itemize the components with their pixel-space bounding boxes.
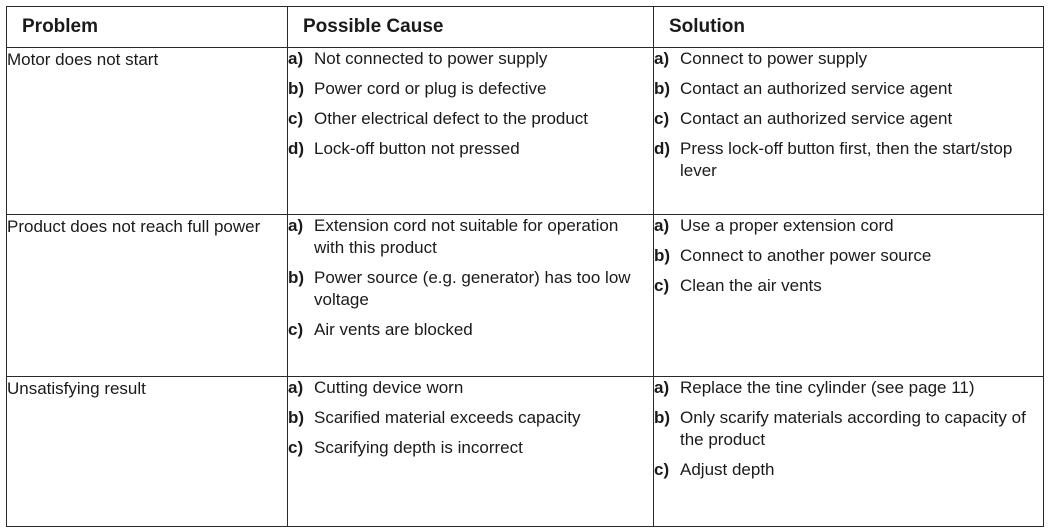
list-item: a) Connect to power supply <box>654 48 1043 70</box>
header-problem: Problem <box>6 6 288 48</box>
list-item: c) Other electrical defect to the product <box>288 108 653 130</box>
list-item: d) Lock-off button not pressed <box>288 138 653 160</box>
item-letter: b) <box>288 79 305 98</box>
item-letter: c) <box>654 109 670 128</box>
cause-cell: a) Not connected to power supply b) Power … <box>287 47 654 215</box>
item-text: Not connected to power supply <box>314 49 548 68</box>
solution-list: a) Use a proper extension cord b) Connect … <box>654 215 1043 297</box>
item-text: Press lock-off button first, then the st… <box>680 139 1013 180</box>
item-text: Contact an authorized service agent <box>680 79 953 98</box>
item-letter: a) <box>654 49 670 68</box>
item-letter: a) <box>288 49 304 68</box>
item-text: Only scarify materials according to capa… <box>680 408 1026 449</box>
list-item: c) Air vents are blocked <box>288 319 653 341</box>
list-item: a) Extension cord not suitable for operat… <box>288 215 653 259</box>
item-text: Adjust depth <box>680 460 775 479</box>
item-text: Contact an authorized service agent <box>680 109 953 128</box>
table-row: Unsatisfying result a) Cutting device wor… <box>6 376 1044 527</box>
problem-cell: Product does not reach full power <box>6 214 288 377</box>
item-text: Power cord or plug is defective <box>314 79 547 98</box>
cause-list: a) Cutting device worn b) Scarified materi… <box>288 377 653 459</box>
list-item: a) Replace the tine cylinder (see page 11… <box>654 377 1043 399</box>
header-solution: Solution <box>653 6 1044 48</box>
problem-cell: Motor does not start <box>6 47 288 215</box>
list-item: b) Contact an authorized service agent <box>654 78 1043 100</box>
list-item: b) Connect to another power source <box>654 245 1043 267</box>
list-item: a) Not connected to power supply <box>288 48 653 70</box>
item-text: Other electrical defect to the product <box>314 109 589 128</box>
solution-list: a) Connect to power supply b) Contact an a… <box>654 48 1043 182</box>
item-letter: a) <box>654 378 670 397</box>
item-letter: d) <box>288 139 305 158</box>
item-letter: a) <box>654 216 670 235</box>
solution-cell: a) Use a proper extension cord b) Connect … <box>653 214 1044 377</box>
item-letter: b) <box>654 246 671 265</box>
item-text: Replace the tine cylinder (see page 11) <box>680 378 975 397</box>
item-letter: d) <box>654 139 671 158</box>
list-item: b) Only scarify materials according to ca… <box>654 407 1043 451</box>
list-item: c) Scarifying depth is incorrect <box>288 437 653 459</box>
list-item: c) Adjust depth <box>654 459 1043 481</box>
item-text: Cutting device worn <box>314 378 464 397</box>
item-text: Clean the air vents <box>680 276 822 295</box>
item-letter: b) <box>288 268 305 287</box>
item-letter: c) <box>654 276 670 295</box>
list-item: b) Power source (e.g. generator) has too … <box>288 267 653 311</box>
list-item: c) Contact an authorized service agent <box>654 108 1043 130</box>
item-letter: a) <box>288 216 304 235</box>
item-letter: b) <box>654 408 671 427</box>
item-text: Connect to another power source <box>680 246 932 265</box>
item-text: Connect to power supply <box>680 49 868 68</box>
cause-cell: a) Cutting device worn b) Scarified materi… <box>287 376 654 527</box>
item-text: Lock-off button not pressed <box>314 139 520 158</box>
list-item: c) Clean the air vents <box>654 275 1043 297</box>
solution-cell: a) Connect to power supply b) Contact an a… <box>653 47 1044 215</box>
item-text: Use a proper extension cord <box>680 216 894 235</box>
item-letter: c) <box>288 438 304 457</box>
header-row: Problem Possible Cause Solution <box>6 6 1044 48</box>
cause-list: a) Not connected to power supply b) Power … <box>288 48 653 160</box>
list-item: b) Power cord or plug is defective <box>288 78 653 100</box>
item-text: Air vents are blocked <box>314 320 473 339</box>
item-text: Scarified material exceeds capacity <box>314 408 581 427</box>
item-text: Power source (e.g. generator) has too lo… <box>314 268 631 309</box>
item-letter: c) <box>654 460 670 479</box>
solution-list: a) Replace the tine cylinder (see page 11… <box>654 377 1043 481</box>
item-letter: b) <box>288 408 305 427</box>
list-item: a) Cutting device worn <box>288 377 653 399</box>
list-item: d) Press lock-off button first, then the … <box>654 138 1043 182</box>
cause-cell: a) Extension cord not suitable for operat… <box>287 214 654 377</box>
table-row: Motor does not start a) Not connected to … <box>6 47 1044 215</box>
problem-cell: Unsatisfying result <box>6 376 288 527</box>
list-item: b) Scarified material exceeds capacity <box>288 407 653 429</box>
solution-cell: a) Replace the tine cylinder (see page 11… <box>653 376 1044 527</box>
cause-list: a) Extension cord not suitable for operat… <box>288 215 653 341</box>
troubleshooting-table: Problem Possible Cause Solution Motor do… <box>6 6 1044 527</box>
item-letter: c) <box>288 109 304 128</box>
item-letter: a) <box>288 378 304 397</box>
item-text: Extension cord not suitable for operatio… <box>314 216 619 257</box>
item-letter: c) <box>288 320 304 339</box>
item-letter: b) <box>654 79 671 98</box>
list-item: a) Use a proper extension cord <box>654 215 1043 237</box>
header-possible-cause: Possible Cause <box>287 6 654 48</box>
item-text: Scarifying depth is incorrect <box>314 438 523 457</box>
table-row: Product does not reach full power a) Exte… <box>6 214 1044 377</box>
